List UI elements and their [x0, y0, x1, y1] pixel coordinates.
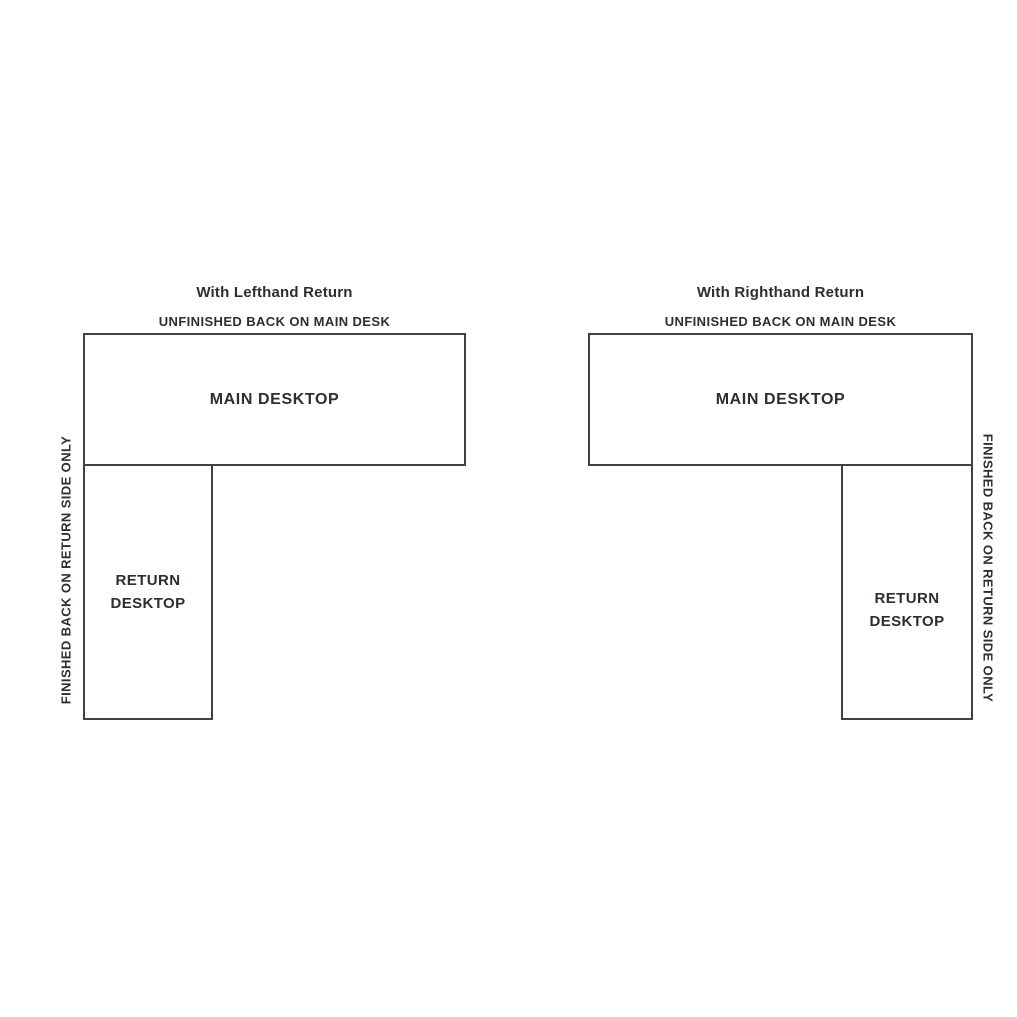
unfinished-back-label-righthand: UNFINISHED BACK ON MAIN DESK	[664, 314, 897, 329]
return-desktop-label-righthand: RETURN DESKTOP	[869, 590, 945, 630]
diagram-title-righthand: With Righthand Return	[696, 284, 865, 301]
finished-back-label-lefthand: FINISHED BACK ON RETURN SIDE ONLY	[58, 435, 74, 705]
finished-back-label-righthand: FINISHED BACK ON RETURN SIDE ONLY	[980, 433, 996, 703]
main-desktop-label-righthand: MAIN DESKTOP	[715, 390, 846, 408]
main-desktop-rect-righthand: MAIN DESKTOP	[588, 333, 973, 466]
diagram-title-lefthand: With Lefthand Return	[196, 284, 353, 301]
unfinished-back-label-lefthand: UNFINISHED BACK ON MAIN DESK	[158, 314, 391, 329]
main-desktop-rect-lefthand: MAIN DESKTOP	[83, 333, 466, 466]
main-desktop-label-lefthand: MAIN DESKTOP	[209, 390, 340, 408]
return-desktop-label-lefthand: RETURN DESKTOP	[110, 572, 186, 612]
return-desktop-rect-righthand: RETURN DESKTOP	[841, 464, 973, 720]
return-desktop-rect-lefthand: RETURN DESKTOP	[83, 464, 213, 720]
